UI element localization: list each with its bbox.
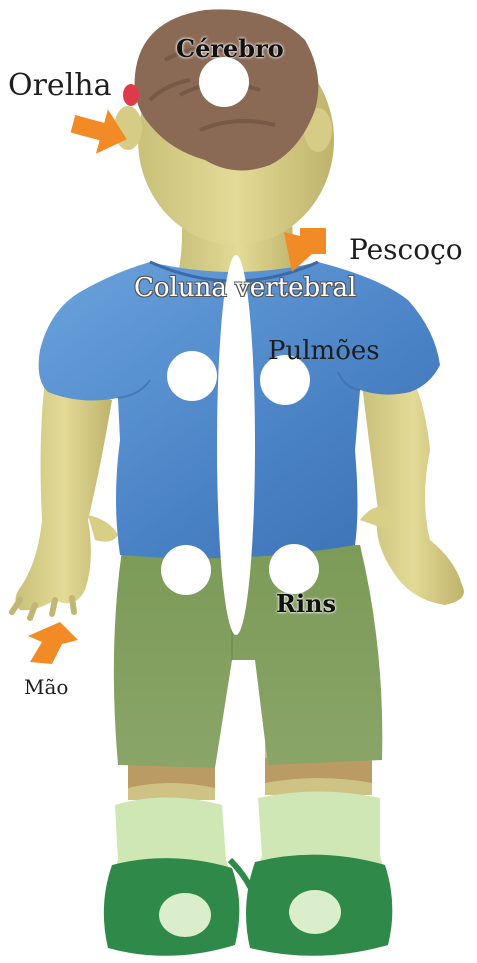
- label-cerebro: Cérebro: [176, 37, 284, 61]
- label-mao: Mão: [24, 677, 68, 697]
- red-dot: [123, 84, 139, 106]
- label-rins: Rins: [276, 592, 336, 616]
- brain-marker: [199, 57, 249, 107]
- label-pescoco: Pescoço: [349, 236, 463, 264]
- label-pulmoes: Pulmões: [268, 338, 380, 364]
- right-arm: [362, 375, 464, 605]
- shoes: [104, 792, 393, 956]
- label-orelha: Orelha: [8, 71, 112, 101]
- left-kidney-marker: [161, 545, 211, 595]
- left-lung-marker: [167, 351, 217, 401]
- hand-arrow-icon: [28, 622, 78, 664]
- label-coluna-vertebral: Coluna vertebral: [134, 275, 356, 301]
- spine-marker: [217, 255, 255, 635]
- right-kidney-marker: [269, 544, 319, 594]
- left-arm: [15, 380, 112, 610]
